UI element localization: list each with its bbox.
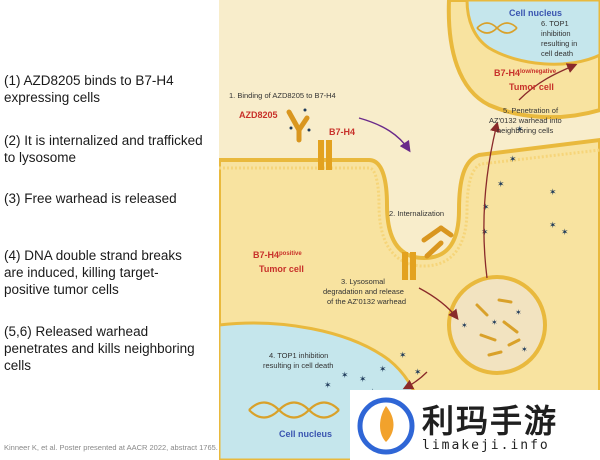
step-3-text: (3) Free warhead is released [4,191,177,206]
azd8205-antibody [286,109,310,143]
negative-cell-label: B7-H4low/negative [494,68,557,78]
svg-text:✶: ✶ [341,371,349,381]
svg-text:✶: ✶ [509,155,517,165]
azd8205-label: AZD8205 [239,110,278,120]
svg-text:✶: ✶ [549,221,557,231]
top-dna-icon [476,22,518,34]
svg-text:✶: ✶ [497,180,505,190]
step-6-label-line-2: inhibition [541,29,571,38]
step-5-label-line-2: AZ'0132 warhead into [489,116,562,125]
watermark: 利玛手游 limakeji.info [350,390,600,460]
watermark-title: 利玛手游 [422,402,559,440]
svg-text:✶: ✶ [561,228,569,238]
svg-text:✶: ✶ [516,125,524,135]
step-4-label-line-1: 4. TOP1 inhibition [269,351,328,360]
svg-text:✶: ✶ [549,188,557,198]
top1-arrow [518,63,578,101]
svg-text:✶: ✶ [521,345,528,354]
svg-text:✶: ✶ [414,368,422,378]
lysosome-fragments [475,298,521,357]
negative-tumor-cell-label: Tumor cell [509,82,554,92]
step-5-label-line-1: 5. Penetration of [503,106,559,115]
b7h4-receptor [318,140,324,170]
top-nucleus-label: Cell nucleus [509,8,562,18]
positive-tumor-cell-label: Tumor cell [259,264,304,274]
svg-text:✶: ✶ [324,381,332,391]
top-nucleus [465,0,600,66]
internalized-antibody [421,225,454,259]
released-warhead-stars: ✶ ✶ ✶ ✶ ✶ ✶ ✶ ✶ ✶ ✶ ✶ ✶ ✶ ✶ ✶ [324,125,569,398]
step-5-label-line-3: neighboring cells [497,126,554,135]
step-1-text: (1) AZD8205 binds to B7-H4 expressing ce… [4,73,174,105]
positive-cell-label: B7-H4positive [253,250,302,260]
internalization-arrow [358,117,411,153]
bottom-nucleus-label: Cell nucleus [279,429,332,439]
watermark-subtitle: limakeji.info [422,438,550,453]
step-4-label-line-2: resulting in cell death [263,361,333,370]
step-3-label-line-1: 3. Lysosomal [341,277,385,286]
svg-text:✶: ✶ [481,228,489,238]
step-3-label-line-2: degradation and release [323,287,404,296]
bottom-top1-arrow [402,371,428,390]
watermark-logo-icon [357,397,415,455]
svg-text:✶: ✶ [515,308,522,317]
citation: Kinneer K, et al. Poster presented at AA… [4,443,296,452]
svg-text:✶: ✶ [461,321,468,330]
step-4-text: (4) DNA double strand breaks are induced… [4,248,182,297]
step-2-text: (2) It is internalized and trafficked to… [4,133,203,165]
svg-text:✶: ✶ [359,375,367,385]
step-6-label-line-4: cell death [541,49,573,58]
b7h4-receptor-internal [402,252,408,280]
b7h4-label: B7-H4 [329,127,355,137]
lysosome [447,275,547,375]
step-5-6-text: (5,6) Released warhead penetrates and ki… [4,324,195,373]
step-6-label-line-3: resulting in [541,39,577,48]
mechanism-diagram: ✶ ✶ ✶ ✶ ✶ ✶ ✶ ✶ ✶ ✶ ✶ ✶ ✶ ✶ [219,0,600,460]
lysosome-warhead-stars: ✶ ✶ ✶ ✶ [461,308,528,354]
svg-text:✶: ✶ [491,318,498,327]
step-2-label: 2. Internalization [389,209,444,218]
step-6-label-line-1: 6. TOP1 [541,19,569,28]
svg-text:✶: ✶ [379,365,387,375]
penetration-arrow [483,121,501,279]
step-1-label: 1. Binding of AZD8205 to B7-H4 [229,91,336,100]
lysosome-arrow [418,287,459,321]
svg-text:✶: ✶ [482,203,490,213]
svg-text:✶: ✶ [399,351,407,361]
step-3-label-line-3: of the AZ'0132 warhead [327,297,406,306]
bottom-dna-icon [248,401,340,419]
